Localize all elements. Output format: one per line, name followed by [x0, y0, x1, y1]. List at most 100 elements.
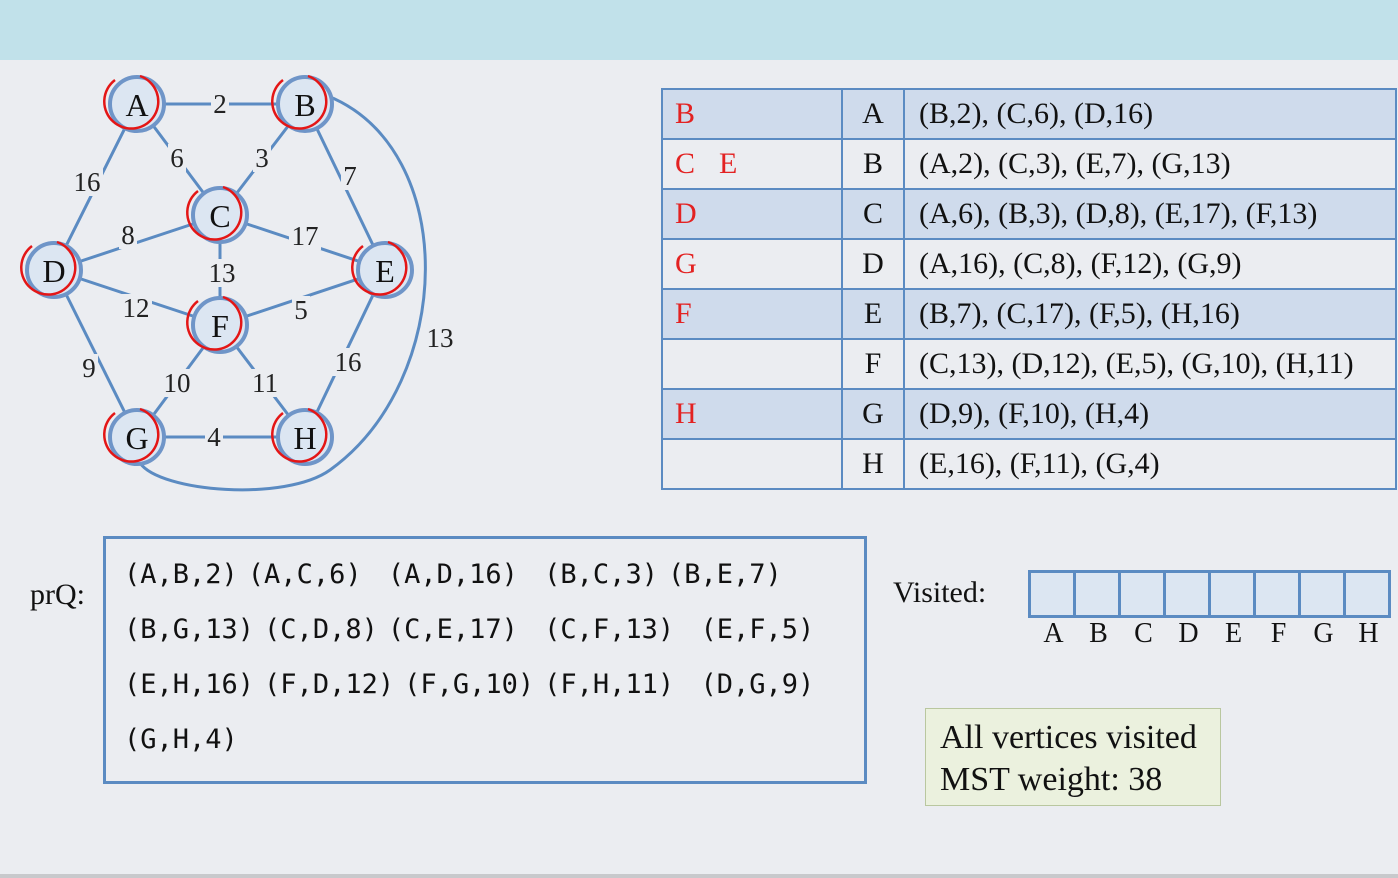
priority-queue-line: (A,B,2)(A,C,6) (A,D,16) (B,C,3)(B,E,7) — [124, 553, 864, 608]
adjacency-mark: E — [719, 147, 738, 180]
priority-queue-item: (C,D,8) — [264, 614, 378, 645]
visited-mark — [103, 407, 160, 463]
adjacency-vertex: H — [841, 438, 905, 490]
adjacency-vertex: A — [841, 88, 905, 140]
node-a: A — [103, 74, 166, 133]
adjacency-mark: B — [675, 97, 696, 130]
priority-queue-item: (C,F,13) — [527, 614, 675, 645]
edge-a-b-weight: 2 — [213, 89, 227, 119]
adjacency-vertex: G — [841, 388, 905, 440]
visited-cell-label: E — [1224, 618, 1243, 649]
priority-queue-item: (B,E,7) — [667, 559, 782, 590]
edge-b-e-weight: 7 — [343, 161, 357, 191]
edge-c-f-weight-bg — [206, 259, 238, 287]
status-line-visited: All vertices visited — [940, 719, 1197, 756]
edge-c-f-weight: 13 — [209, 258, 236, 288]
node-circle — [108, 75, 166, 133]
status-line-mst-weight: MST weight: 38 — [940, 761, 1163, 798]
node-b: B — [271, 74, 334, 133]
edge-c-e-weight-bg — [289, 222, 321, 250]
edge-g-h-weight: 4 — [207, 422, 221, 452]
node-label: G — [125, 420, 148, 456]
edge-d-g-weight-bg — [80, 354, 98, 382]
adjacency-neighbors: (D,9), (F,10), (H,4) — [903, 388, 1397, 440]
visited-cell-label: F — [1270, 618, 1287, 649]
visited-cell-label: B — [1089, 618, 1108, 649]
adjacency-mark-cell: F — [661, 288, 843, 340]
priority-queue-line: (B,G,13)(C,D,8)(C,E,17) (C,F,13) (E,F,5) — [124, 608, 864, 663]
edge-f-g-weight-bg — [161, 369, 193, 397]
node-c: C — [186, 185, 249, 244]
adjacency-mark-cell — [661, 438, 843, 490]
edge-f-h-weight: 11 — [252, 368, 278, 398]
priority-queue-item: (G,H,4) — [124, 724, 238, 755]
node-label: D — [42, 253, 65, 289]
node-circle — [191, 186, 249, 244]
edge-a-c-weight: 6 — [170, 143, 184, 173]
visited-array — [1028, 570, 1391, 618]
adjacency-neighbors: (C,13), (D,12), (E,5), (G,10), (H,11) — [903, 338, 1397, 390]
node-label: H — [293, 420, 316, 456]
edge-e-h-weight: 16 — [335, 347, 362, 377]
adjacency-row: H(E,16), (F,11), (G,4) — [661, 438, 1397, 490]
priority-queue-line: (E,H,16)(F,D,12)(F,G,10)(F,H,11) (D,G,9) — [124, 663, 864, 718]
visited-mark — [20, 240, 77, 296]
visited-cell-label: A — [1043, 618, 1064, 649]
edge-d-g — [52, 269, 139, 438]
node-circle — [276, 408, 334, 466]
adjacency-neighbors: (A,2), (C,3), (E,7), (G,13) — [903, 138, 1397, 190]
visited-mark — [271, 407, 328, 463]
priority-queue-item: (A,D,16) — [371, 559, 518, 590]
visited-label: Visited: — [893, 576, 987, 609]
edge-a-d-weight: 16 — [74, 167, 101, 197]
edge-e-h-weight-bg — [332, 348, 364, 376]
priority-queue-item: (E,F,5) — [684, 614, 815, 645]
visited-cell — [1301, 573, 1346, 615]
node-g: G — [103, 407, 166, 466]
adjacency-neighbors: (B,2), (C,6), (D,16) — [903, 88, 1397, 140]
node-circle — [356, 241, 414, 299]
priority-queue-item: (A,B,2) — [124, 559, 238, 590]
node-circle — [108, 408, 166, 466]
visited-mark — [186, 295, 243, 351]
visited-cell — [1346, 573, 1391, 615]
visited-cell-label: G — [1313, 618, 1334, 649]
visited-mark — [351, 240, 408, 296]
node-label: B — [294, 87, 315, 123]
node-circle — [276, 75, 334, 133]
node-label: C — [209, 198, 230, 234]
edge-d-g-weight: 9 — [82, 353, 96, 383]
node-d: D — [20, 240, 83, 299]
edge-c-e-weight: 17 — [292, 221, 319, 251]
edge-b-g — [138, 94, 427, 492]
priority-queue-item: (C,E,17) — [387, 614, 518, 645]
visited-cell — [1031, 573, 1076, 615]
edge-f-h-weight-bg — [249, 369, 281, 397]
adjacency-neighbors: (A,6), (B,3), (D,8), (E,17), (F,13) — [903, 188, 1397, 240]
node-label: A — [125, 87, 148, 123]
adjacency-neighbors: (B,7), (C,17), (F,5), (H,16) — [903, 288, 1397, 340]
adjacency-neighbors: (E,16), (F,11), (G,4) — [903, 438, 1397, 490]
edge-b-g-weight-bg — [424, 324, 456, 352]
visited-cell — [1076, 573, 1121, 615]
priority-queue-item: (F,G,10) — [404, 669, 535, 700]
visited-mark — [103, 74, 160, 130]
edge-b-g-weight: 13 — [427, 323, 454, 353]
visited-mark — [186, 185, 243, 241]
priority-queue-box: (A,B,2)(A,C,6) (A,D,16) (B,C,3)(B,E,7)(B… — [103, 536, 867, 784]
edge-b-c-weight: 3 — [255, 143, 269, 173]
edge-f-g-weight: 10 — [164, 368, 191, 398]
visited-cell-label: C — [1134, 618, 1153, 649]
priority-queue-label: prQ: — [30, 578, 85, 611]
priority-queue-item: (A,C,6) — [247, 559, 362, 590]
adjacency-mark: G — [675, 247, 697, 280]
priority-queue-line: (G,H,4) — [124, 718, 864, 773]
status-callout: All vertices visited MST weight: 38 — [925, 708, 1221, 806]
edge-g-h-weight-bg — [205, 423, 223, 451]
